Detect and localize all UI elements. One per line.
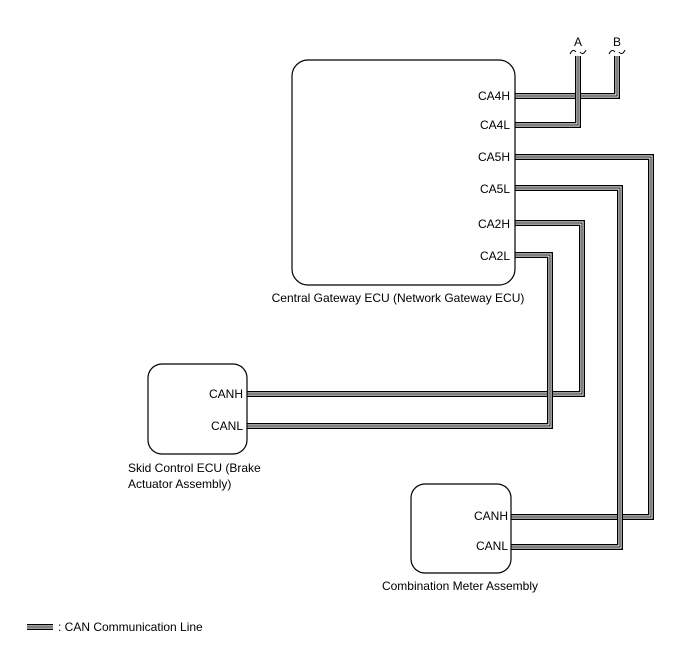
pin-ca5h: CA5H <box>478 150 510 164</box>
connector-a-break-icon <box>569 49 587 55</box>
pin-ca2h: CA2H <box>478 217 510 231</box>
wire-ca4l-to-a <box>515 56 581 128</box>
pin-ca4l: CA4L <box>480 118 510 132</box>
wire-ca5l-to-meter-canl <box>511 185 623 550</box>
skid-control-box <box>147 363 248 455</box>
skid-control-label-line1: Skid Control ECU (Brake <box>128 461 261 475</box>
pin-ca2l: CA2L <box>480 249 510 263</box>
central-gateway-box <box>291 59 516 286</box>
legend: : CAN Communication Line <box>27 620 203 634</box>
combination-meter-box <box>410 483 512 574</box>
pin-skid-canl: CANL <box>211 419 243 433</box>
skid-control-ecu: CANH CANL Skid Control ECU (Brake Actuat… <box>128 363 261 491</box>
pin-meter-canh: CANH <box>474 509 508 523</box>
central-gateway-ecu: CA4H CA4L CA5H CA5L CA2H CA2L Central Ga… <box>272 59 525 305</box>
pin-meter-canl: CANL <box>476 539 508 553</box>
wire-ca2h-to-skid-canh <box>247 220 585 397</box>
combination-meter: CANH CANL Combination Meter Assembly <box>382 483 538 593</box>
pin-ca4h: CA4H <box>478 89 510 103</box>
connector-b-break-icon <box>608 49 626 55</box>
central-gateway-label: Central Gateway ECU (Network Gateway ECU… <box>272 291 525 305</box>
connector-b-label: B <box>613 35 621 49</box>
connector-a-label: A <box>574 35 582 49</box>
wire-ca5h-to-meter-canh <box>511 154 654 520</box>
pin-skid-canh: CANH <box>209 387 243 401</box>
wire-ca4h-to-b <box>515 56 620 99</box>
can-wires <box>247 49 654 550</box>
wire-ca2l-to-skid-canl <box>247 252 553 429</box>
legend-text: : CAN Communication Line <box>58 620 203 634</box>
skid-control-label-line2: Actuator Assembly) <box>128 477 231 491</box>
pin-ca5l: CA5L <box>480 182 510 196</box>
combination-meter-label: Combination Meter Assembly <box>382 579 538 593</box>
